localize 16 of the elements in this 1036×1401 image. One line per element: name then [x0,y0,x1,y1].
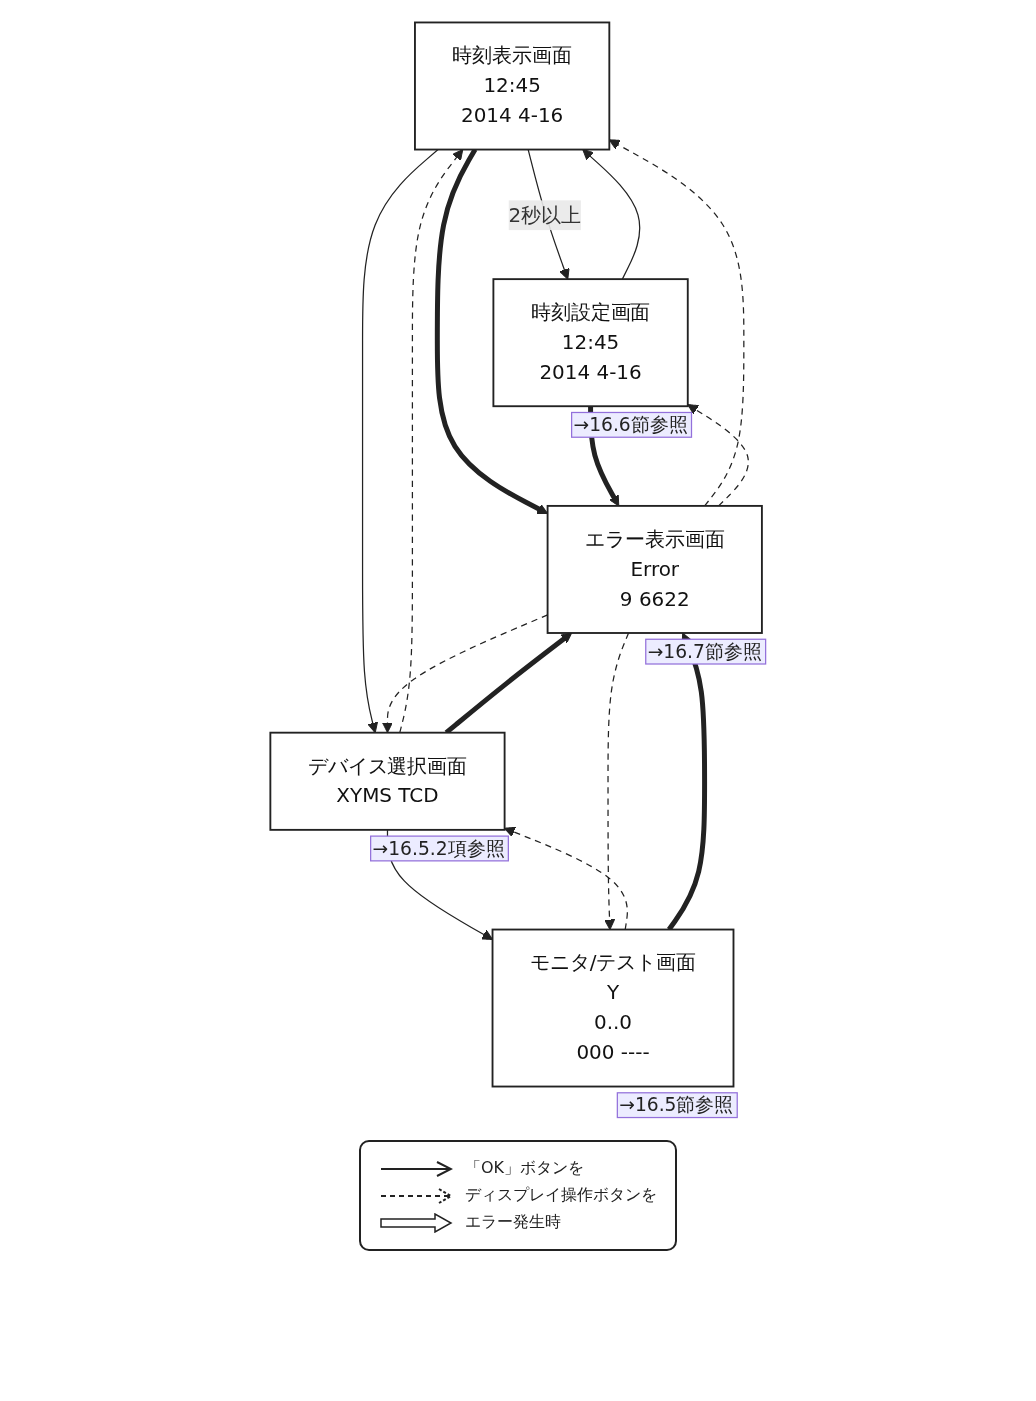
legend-text: エラー発生時 [465,1212,561,1233]
arrow [604,632,630,931]
node-box: 時刻表示画面 12:45 2014 4-16 [414,21,611,151]
arrow [687,404,749,507]
reference-note: →16.5節参照 [619,1094,734,1116]
legend-text: ディスプレイ操作ボタンを [465,1185,657,1206]
edge-label: 2秒以上 [508,202,582,227]
arrow [582,149,641,280]
legend-text: 「OK」ボタンを [465,1158,585,1179]
reference-note: →16.7節参照 [647,640,762,662]
reference-note: →16.5.2項参照 [372,837,505,859]
arrow [361,148,439,734]
arrow [504,826,628,931]
arrow [399,149,464,734]
arrow [667,632,708,931]
reference-note: →16.6節参照 [573,414,688,436]
